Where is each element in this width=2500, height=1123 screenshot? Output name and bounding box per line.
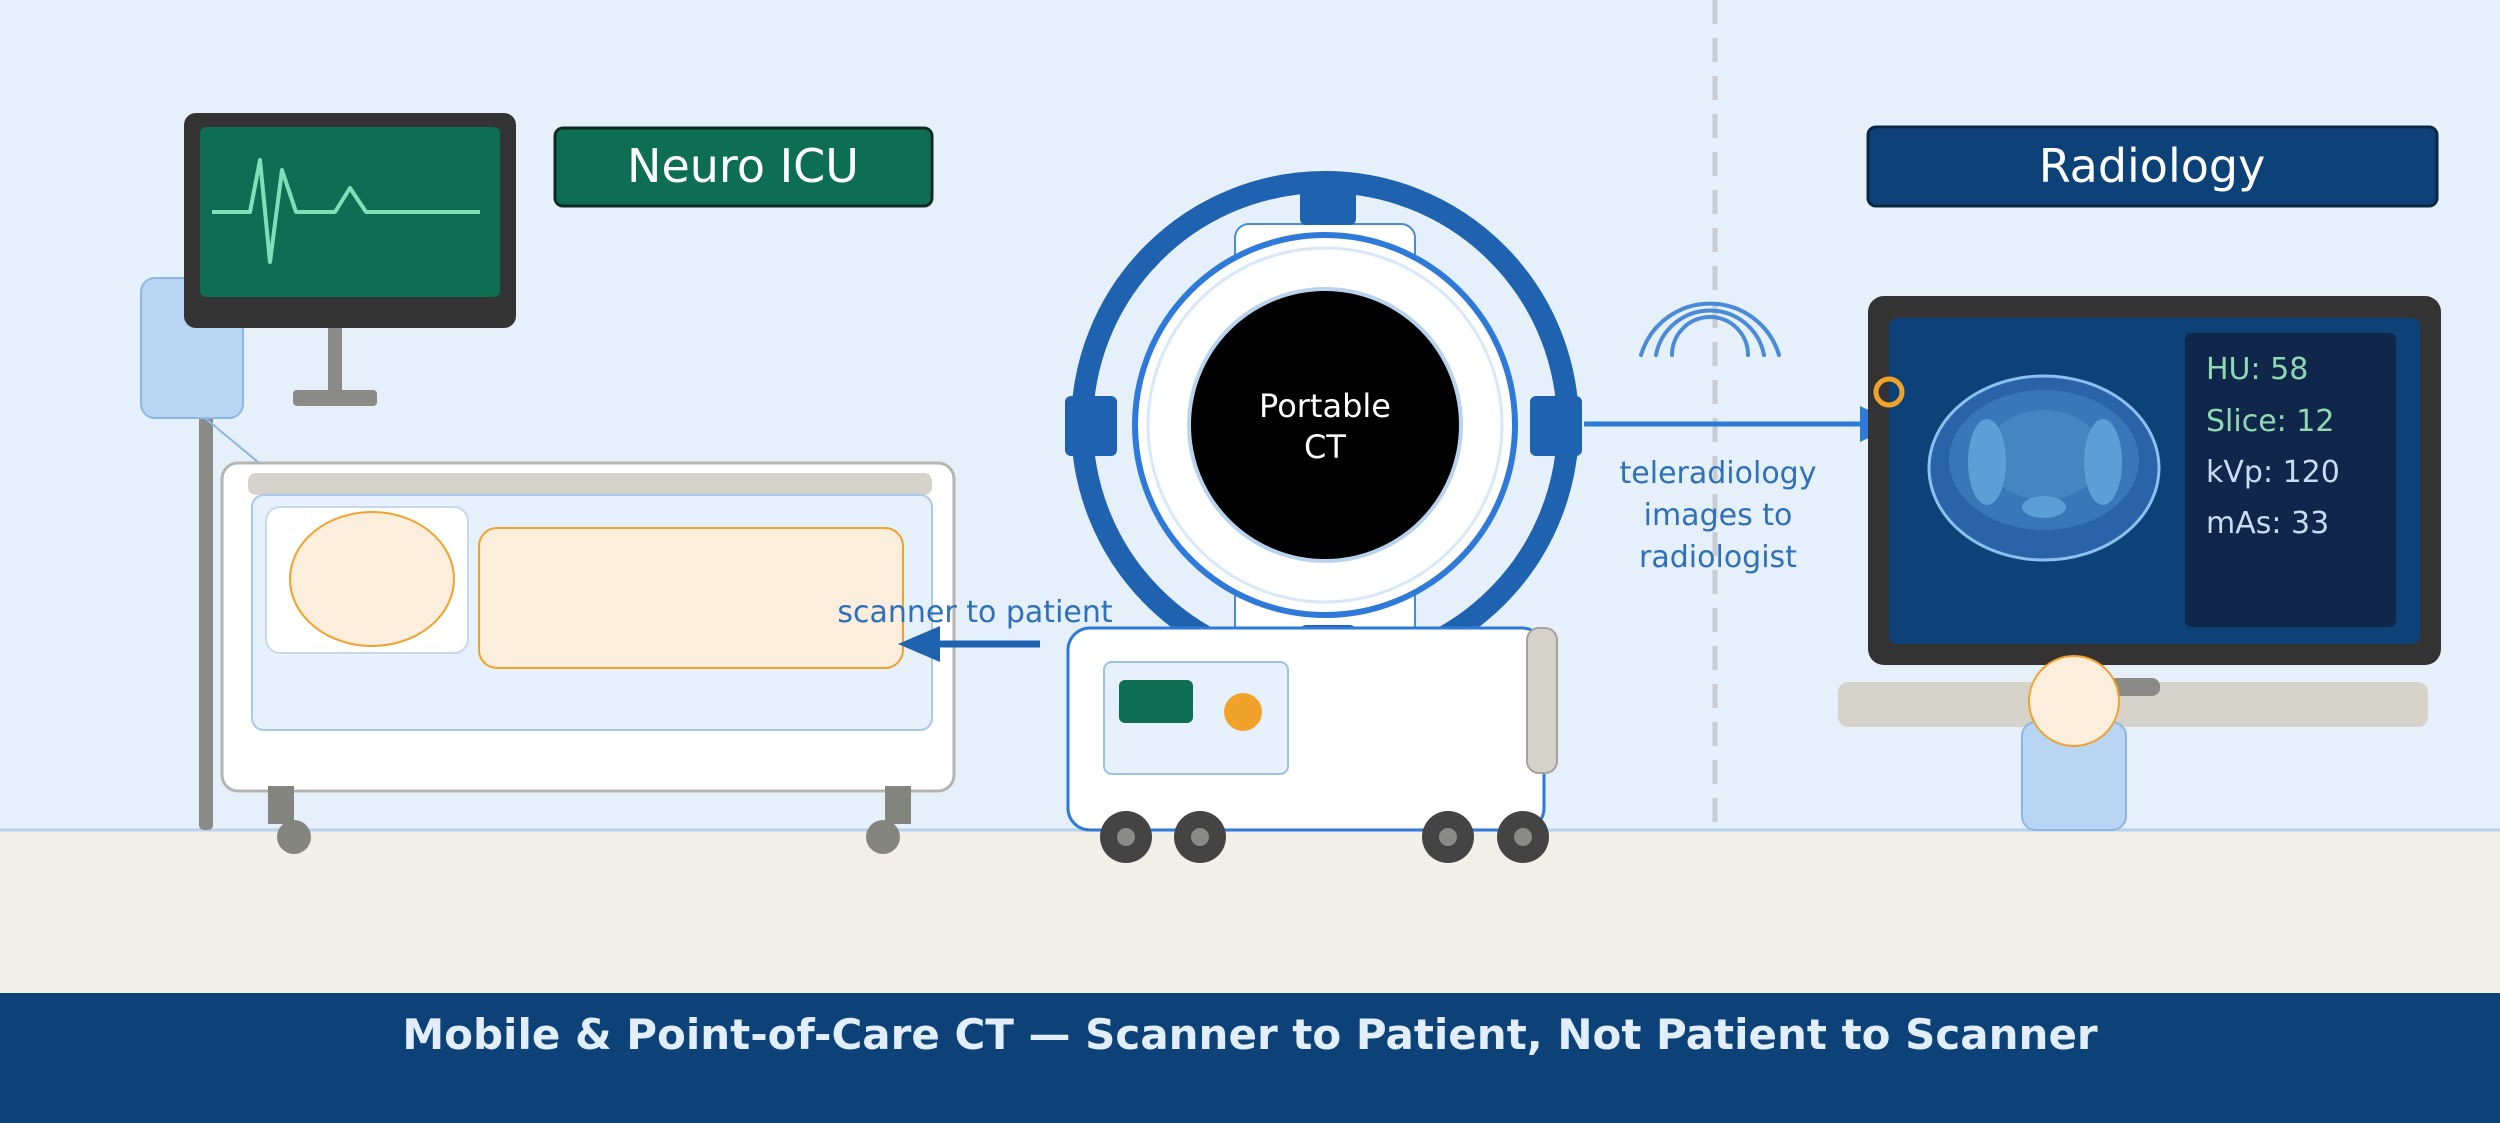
hospital-bed	[220, 461, 956, 854]
scanner-label-line1: Portable	[1259, 387, 1391, 425]
ecg-waveform-icon	[212, 158, 480, 264]
neuro-icu-label-text: Neuro ICU	[627, 139, 859, 193]
scanner-status-light	[1224, 693, 1262, 731]
readout-slice: Slice: 12	[2206, 404, 2334, 439]
readout-panel	[2185, 333, 2396, 627]
radiologist-desk	[1838, 682, 2428, 727]
radiologist	[2021, 655, 2127, 831]
footer-banner	[0, 993, 2500, 1123]
scanner-to-patient-label: scanner to patient	[837, 595, 1113, 630]
scanner-label-line2: CT	[1304, 428, 1346, 466]
neuro-icu-label: Neuro ICU	[553, 126, 934, 208]
portable-ct-scanner: Portable CT	[1065, 171, 1582, 863]
teleradiology-label-line1: teleradiology	[1620, 456, 1817, 491]
teleradiology-label-line3: radiologist	[1639, 540, 1797, 575]
patient-head	[289, 511, 455, 647]
scanner-to-patient-arrow: scanner to patient	[837, 595, 1113, 662]
wireless-signal-icon	[1639, 301, 1781, 357]
teleradiology-label-line2: images to	[1644, 498, 1793, 533]
footer-caption: Mobile & Point-of-Care CT — Scanner to P…	[402, 1010, 2098, 1059]
ct-scan-image	[1927, 374, 2161, 562]
readout-hu: HU: 58	[2206, 352, 2308, 387]
readout-kvp: kVp: 120	[2206, 455, 2340, 490]
scanner-display	[1119, 680, 1193, 723]
radiology-workstation: HU: 58 Slice: 12 kVp: 120 mAs: 33	[1868, 296, 2441, 665]
cursor-marker-icon	[1873, 376, 1905, 408]
patient-monitor	[184, 113, 516, 406]
gantry-bore	[1187, 287, 1463, 563]
scanner-handle	[1526, 627, 1558, 774]
radiology-label: Radiology	[1866, 125, 2439, 208]
patient-body	[478, 527, 904, 669]
floor	[0, 830, 2500, 1000]
teleradiology-arrow: teleradiology images to radiologist	[1584, 406, 1898, 575]
readout-mas: mAs: 33	[2206, 506, 2329, 541]
radiology-label-text: Radiology	[2039, 139, 2266, 193]
